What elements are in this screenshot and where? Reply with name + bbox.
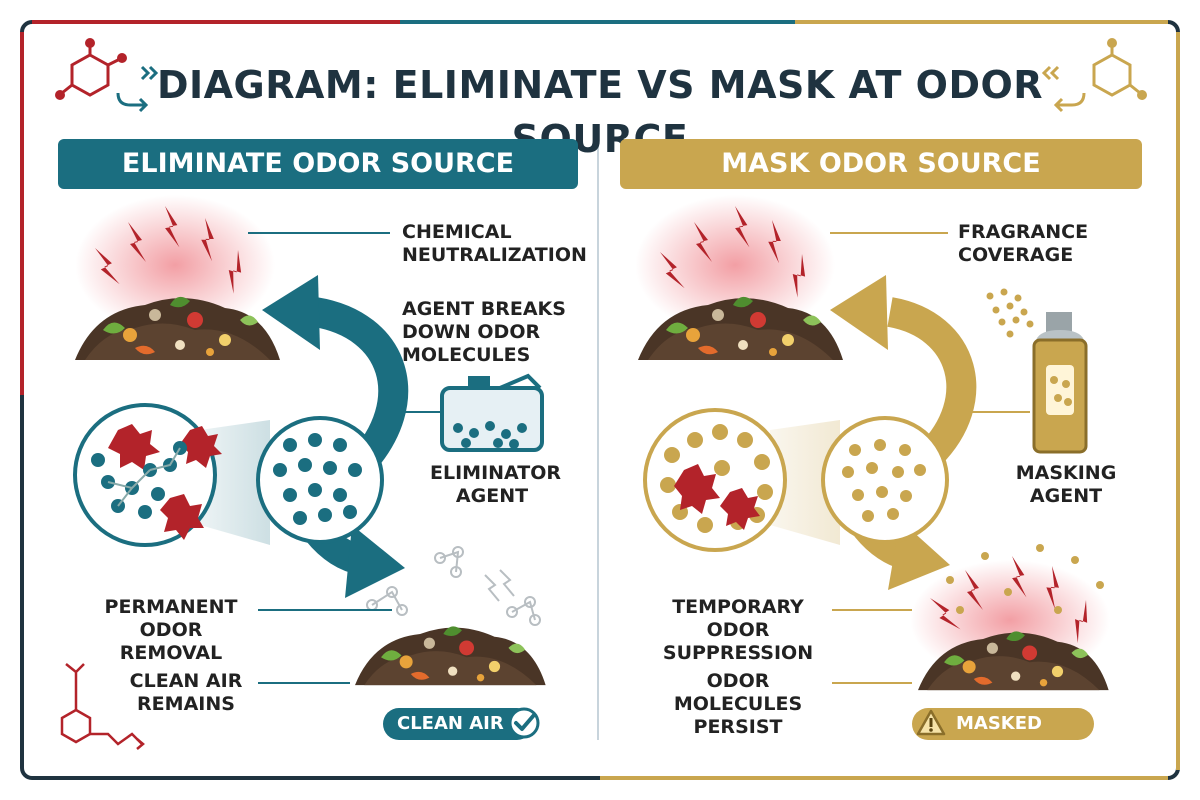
molecule-zoom-left [73, 403, 384, 547]
frame-border [20, 20, 1180, 780]
molecule-zoom-right [643, 408, 949, 552]
mask-banner: MASK ODOR SOURCE [620, 139, 1142, 189]
spray-can-icon [986, 288, 1088, 454]
molecule-decor-bottom-left [60, 663, 145, 750]
molecule-icon-right [1041, 38, 1147, 113]
eliminate-banner: ELIMINATE ODOR SOURCE [58, 139, 578, 189]
right-leader-lines [830, 232, 1030, 684]
clean-air-badge: CLEAN AIR [383, 707, 540, 740]
page-title: DIAGRAM: ELIMINATE VS MASK AT ODOR SOURC… [156, 63, 1044, 161]
masked-odor-badge: MASKED ODOR [912, 708, 1094, 766]
clean-air-badge-label: CLEAN AIR [397, 713, 504, 734]
warning-icon [916, 709, 946, 736]
odor-source-pile-left [75, 195, 280, 360]
molecule-icon-left [55, 38, 159, 113]
clean-source-pile [355, 546, 546, 686]
left-leader-lines [248, 232, 440, 684]
eliminator-jug-icon [440, 373, 544, 452]
masked-source-pile [910, 544, 1110, 691]
odor-source-pile-right [635, 195, 843, 360]
checkmark-icon [508, 707, 540, 739]
masked-odor-badge-label: MASKED ODOR [956, 713, 1042, 766]
